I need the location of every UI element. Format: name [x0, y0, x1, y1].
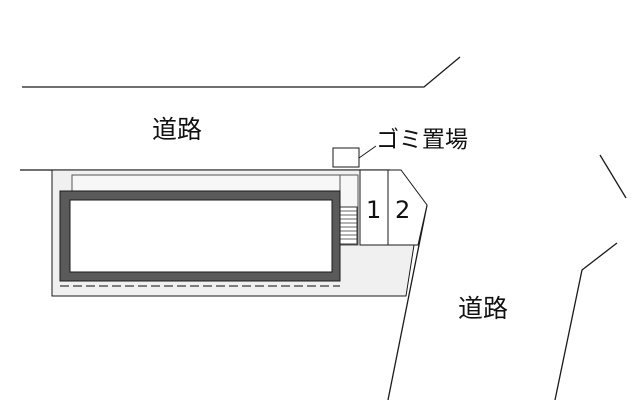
road-label-top: 道路 [152, 115, 202, 144]
garbage-box [332, 147, 360, 168]
road-edge-top [22, 56, 461, 88]
road-label-right: 道路 [458, 294, 508, 323]
road-edge-right-bottom [554, 242, 618, 400]
stairs [339, 206, 358, 245]
garbage-leader-line [358, 145, 377, 159]
garbage-label: ゴミ置場 [376, 127, 468, 153]
road-edge-right-top [599, 154, 627, 199]
parking-space-1: 1 [366, 196, 381, 224]
parking-area [359, 169, 428, 246]
walkway [71, 174, 359, 194]
building-inner [69, 199, 333, 273]
road-edge-diagonal [387, 204, 428, 400]
parking-space-2: 2 [395, 196, 410, 224]
